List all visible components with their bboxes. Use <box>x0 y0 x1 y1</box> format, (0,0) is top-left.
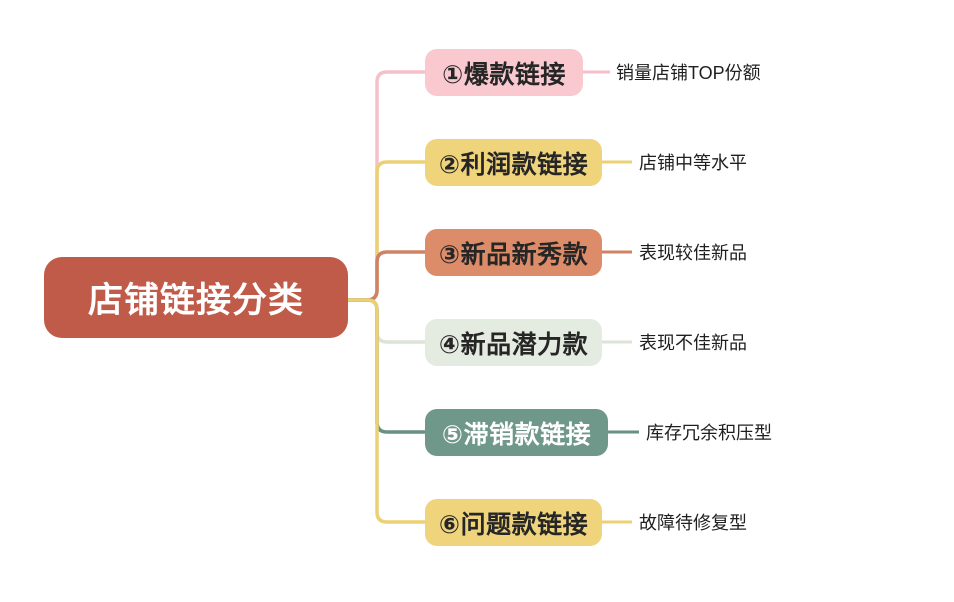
connector-branch-6 <box>347 298 425 524</box>
connector-branch-2 <box>347 160 425 302</box>
branch-note-slow-moving[interactable]: 库存冗余积压型 <box>646 423 772 443</box>
branch-node-new-rising[interactable]: ③新品新秀款 <box>425 229 602 276</box>
connector-branch-4 <box>347 298 425 344</box>
connector-branch-1 <box>347 70 425 302</box>
branch-node-profit-links[interactable]: ②利润款链接 <box>425 139 602 186</box>
branch-note-new-potential[interactable]: 表现不佳新品 <box>639 333 747 353</box>
root-topic-node[interactable]: 店铺链接分类 <box>44 257 348 338</box>
branch-node-problem-links[interactable]: ⑥问题款链接 <box>425 499 602 546</box>
branch-note-new-rising[interactable]: 表现较佳新品 <box>639 243 747 263</box>
branch-note-profit-links[interactable]: 店铺中等水平 <box>639 153 747 173</box>
branch-note-problem-links[interactable]: 故障待修复型 <box>639 513 747 533</box>
branch-note-hot-links[interactable]: 销量店铺TOP份额 <box>616 63 761 83</box>
branch-node-new-potential[interactable]: ④新品潜力款 <box>425 319 602 366</box>
branch-node-slow-moving[interactable]: ⑤滞销款链接 <box>425 409 608 456</box>
connector-branch-5 <box>347 298 425 434</box>
branch-node-hot-links[interactable]: ①爆款链接 <box>425 49 583 96</box>
connector-branch-3 <box>347 250 425 302</box>
